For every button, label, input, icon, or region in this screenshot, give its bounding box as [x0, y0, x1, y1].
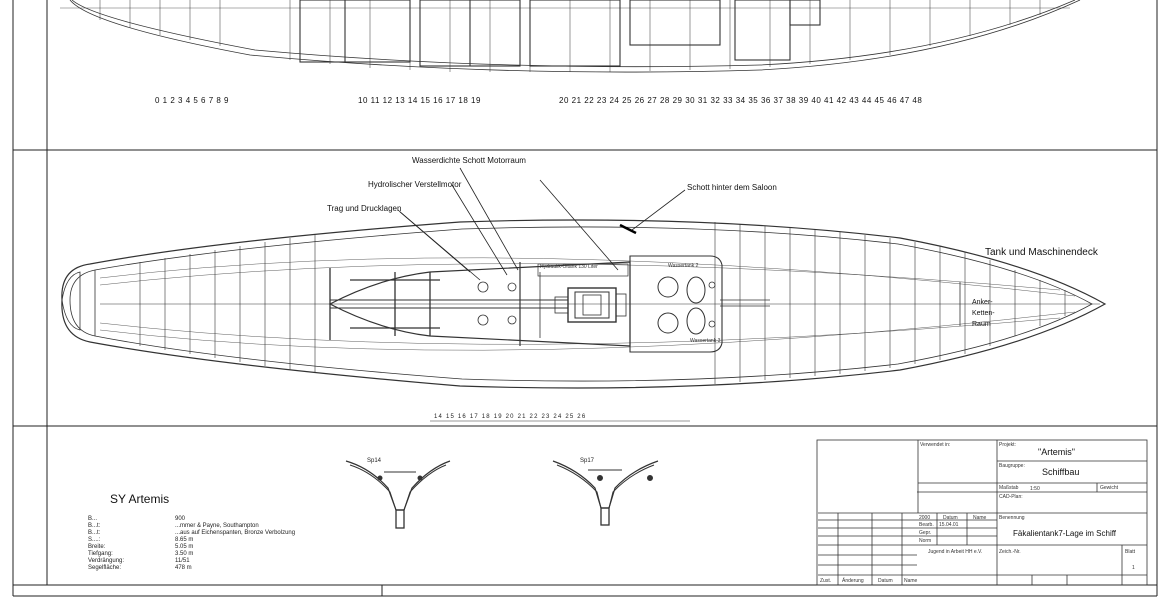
tb-bearb-label: Bearb. [919, 522, 934, 528]
vessel-name: SY Artemis [110, 492, 170, 506]
tb-year: 2000 [919, 515, 931, 521]
deck-title: Tank und Maschinendeck [985, 247, 1098, 258]
tb-rev-aenderung: Änderung [842, 578, 864, 584]
tb-blatt: 1 [1132, 565, 1135, 571]
tb-massstab-label: Maßstab [999, 485, 1019, 491]
label-anchor-chain: Anker- Ketten- Raum [972, 299, 995, 328]
tb-benennung-label: Benennung [999, 515, 1025, 521]
tb-baugruppe-label: Baugruppe: [999, 463, 1025, 469]
label-bearings: Trag und Drucklagen [327, 204, 402, 213]
label-watertight-bulkhead: Wasserdichte Schott Motorraum [412, 156, 526, 165]
tb-datum-label: Datum [943, 515, 958, 521]
spec-label: Verdrängung: [88, 558, 125, 564]
tb-baugruppe: Schiffbau [1042, 467, 1080, 477]
tb-gewicht-label: Gewicht [1100, 485, 1119, 491]
tb-org: Jugend in Arbeit HH e.V. [928, 549, 983, 555]
frame-numbers-b: 10 11 12 13 14 15 16 17 18 19 [358, 96, 481, 105]
tb-name-label: Name [973, 515, 987, 521]
frame-numbers-c: 20 21 22 23 24 25 26 27 28 29 30 31 32 3… [559, 96, 923, 105]
tb-bearb-date: 15.04.01 [939, 522, 959, 528]
spec-label: B...t: [88, 523, 101, 529]
spec-value: 478 m [175, 565, 192, 571]
label-bulkhead-saloon: Schott hinter dem Saloon [687, 183, 777, 192]
tb-projekt-label: Projekt: [999, 442, 1016, 448]
label-water-tank-3: Wassertank 3 [690, 338, 721, 344]
tb-gepr-label: Gepr. [919, 530, 932, 536]
spec-value: ...aus auf Eichenspanten, Bronze Verbolz… [175, 530, 296, 536]
label-hydraulic-oil-tank: Hydraulik-Öltank 130 Liter [540, 264, 598, 270]
frame-numbers-a: 0 1 2 3 4 5 6 7 8 9 [155, 96, 229, 105]
section-views [345, 460, 659, 529]
spec-label: B... [88, 516, 98, 522]
section-label-right: Sp17 [580, 458, 595, 464]
tb-rev-datum: Datum [878, 578, 893, 584]
spec-value: 3.50 m [175, 551, 194, 557]
section-frame-numbers: 14 15 16 17 18 19 20 21 22 23 24 25 26 [434, 414, 587, 420]
tb-massstab: 1:50 [1030, 486, 1040, 492]
label-hydraulic-motor: Hydrolischer Verstellmotor [368, 180, 462, 189]
upper-hull-plan [60, 0, 1081, 73]
spec-label: S....: [88, 537, 101, 543]
spec-value: 5.05 m [175, 544, 194, 550]
label-water-tank-2: Wassertank 2 [668, 263, 699, 269]
tb-norm-label: Norm [919, 538, 932, 544]
tb-zeich-label: Zeich.-Nr. [999, 549, 1021, 555]
spec-label: Segelfläche: [88, 565, 122, 571]
section-label-left: Sp14 [367, 458, 382, 464]
tb-rev-zust: Zust. [820, 578, 832, 584]
tb-cad-label: CAD-Plan: [999, 494, 1023, 500]
spec-value: 11/51 [175, 558, 190, 564]
spec-value: ...mmer & Payne, Southampton [175, 523, 259, 529]
spec-label: Tiefgang: [88, 551, 113, 557]
drawing-frame [12, 0, 1158, 597]
tb-blatt-label: Blatt [1125, 549, 1136, 555]
tb-projekt: "Artemis" [1038, 447, 1075, 457]
spec-value: 8.65 m [175, 537, 194, 543]
title-block-grid [816, 439, 1148, 586]
engine-deck-plan [61, 167, 1107, 422]
tb-rev-name: Name [904, 578, 918, 584]
spec-value: 900 [175, 516, 186, 522]
spec-label: Breite: [88, 544, 106, 550]
tb-benennung: Fäkalientank7-Lage im Schiff [1013, 529, 1117, 538]
tb-verwendet-label: Verwendet in: [920, 442, 951, 448]
spec-label: B...t: [88, 530, 101, 536]
